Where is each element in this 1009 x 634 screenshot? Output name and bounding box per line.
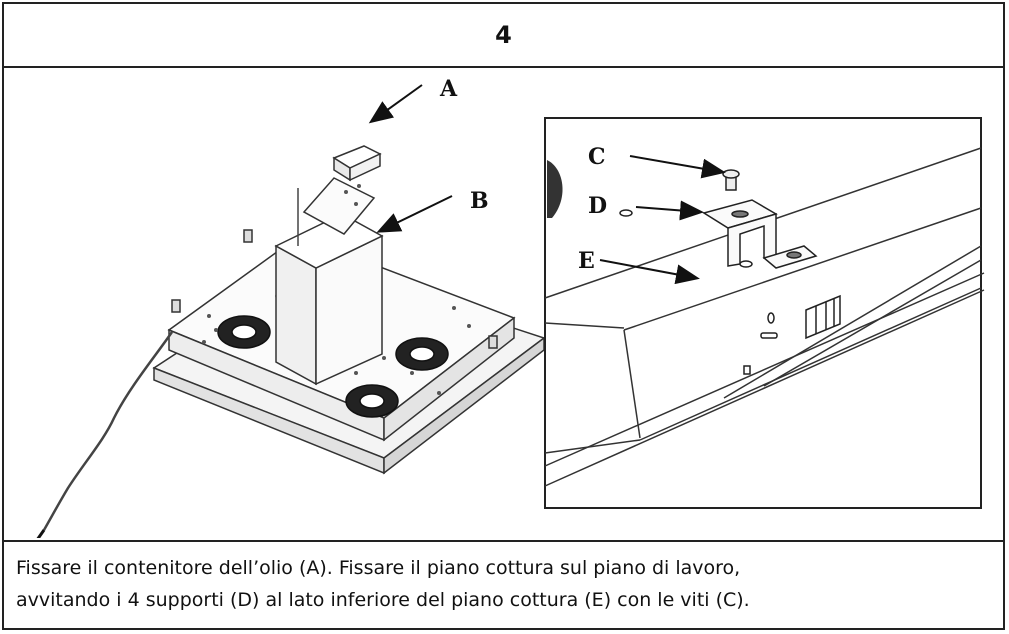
hob-assembly-drawing: [36, 145, 546, 538]
label-d: D: [588, 193, 607, 219]
caption-line-1: Fissare il contenitore dell’olio (A). Fi…: [16, 557, 741, 579]
burner-3: [395, 337, 449, 371]
label-a: A: [439, 76, 458, 102]
caption-line-2: avvitando i 4 supporti (D) al lato infer…: [16, 589, 750, 611]
bracket-d: [702, 199, 818, 269]
burner-1: [217, 315, 271, 349]
label-c: C: [588, 144, 606, 170]
bracket-detail-inset: [544, 117, 985, 509]
screw-c: [722, 169, 740, 191]
label-b: B: [470, 188, 489, 214]
installation-illustration: A B: [36, 76, 985, 538]
instruction-caption: Fissare il contenitore dell’olio (A). Fi…: [16, 552, 986, 616]
mounting-hole: [619, 209, 633, 217]
label-e: E: [578, 248, 595, 274]
illustration-area: A B: [4, 68, 1003, 542]
step-number: 4: [495, 21, 512, 49]
step-header: 4: [4, 4, 1003, 68]
burner-2: [345, 384, 399, 418]
